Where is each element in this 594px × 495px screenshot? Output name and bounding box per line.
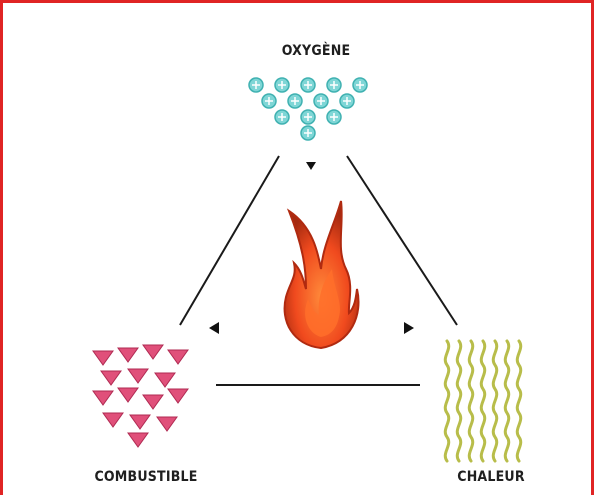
fuel-triangle — [93, 391, 113, 405]
triangle-right-side — [347, 156, 457, 325]
heat-wave-line — [445, 341, 448, 461]
heat-wave-line — [481, 341, 484, 461]
fuel-triangle — [93, 351, 113, 365]
triangle-left-side — [180, 156, 279, 325]
fuel-triangles-icon — [93, 345, 188, 447]
oxygen-molecule — [353, 78, 367, 92]
heat-wave-line — [469, 341, 472, 461]
fuel-triangle — [118, 348, 138, 362]
heat-wave-line — [457, 341, 460, 461]
label-fuel: COMBUSTIBLE — [94, 469, 197, 485]
fuel-triangle — [143, 345, 163, 359]
fuel-triangle — [103, 413, 123, 427]
arrow-down-icon — [306, 162, 316, 170]
oxygen-molecule — [301, 110, 315, 124]
arrow-left-icon — [209, 322, 219, 334]
arrow-right-icon — [404, 322, 414, 334]
fuel-triangle — [130, 415, 150, 429]
heat-wave-line — [517, 341, 520, 461]
heat-wave-line — [505, 341, 508, 461]
oxygen-molecule — [327, 110, 341, 124]
oxygen-molecule — [275, 78, 289, 92]
fuel-triangle — [155, 373, 175, 387]
fuel-triangle — [168, 350, 188, 364]
fuel-triangle — [157, 417, 177, 431]
fuel-triangle — [168, 389, 188, 403]
oxygen-molecule — [327, 78, 341, 92]
oxygen-molecule — [262, 94, 276, 108]
flame-icon — [285, 201, 359, 348]
oxygen-molecule — [301, 78, 315, 92]
heat-wave-line — [493, 341, 496, 461]
fuel-triangle — [118, 388, 138, 402]
oxygen-molecule — [288, 94, 302, 108]
oxygen-molecule — [314, 94, 328, 108]
oxygen-molecule — [275, 110, 289, 124]
fuel-triangle — [128, 433, 148, 447]
oxygen-molecule — [340, 94, 354, 108]
oxygen-molecule — [249, 78, 263, 92]
oxygen-molecule — [301, 126, 315, 140]
heat-waves-icon — [445, 341, 520, 461]
fuel-triangle — [143, 395, 163, 409]
oxygen-molecules-icon — [249, 78, 367, 140]
fire-triangle-diagram: OXYGÈNE COMBUSTIBLE CHALEUR — [3, 3, 594, 495]
label-heat: CHALEUR — [457, 469, 525, 485]
fuel-triangle — [128, 369, 148, 383]
fuel-triangle — [101, 371, 121, 385]
label-oxygen: OXYGÈNE — [282, 42, 351, 59]
